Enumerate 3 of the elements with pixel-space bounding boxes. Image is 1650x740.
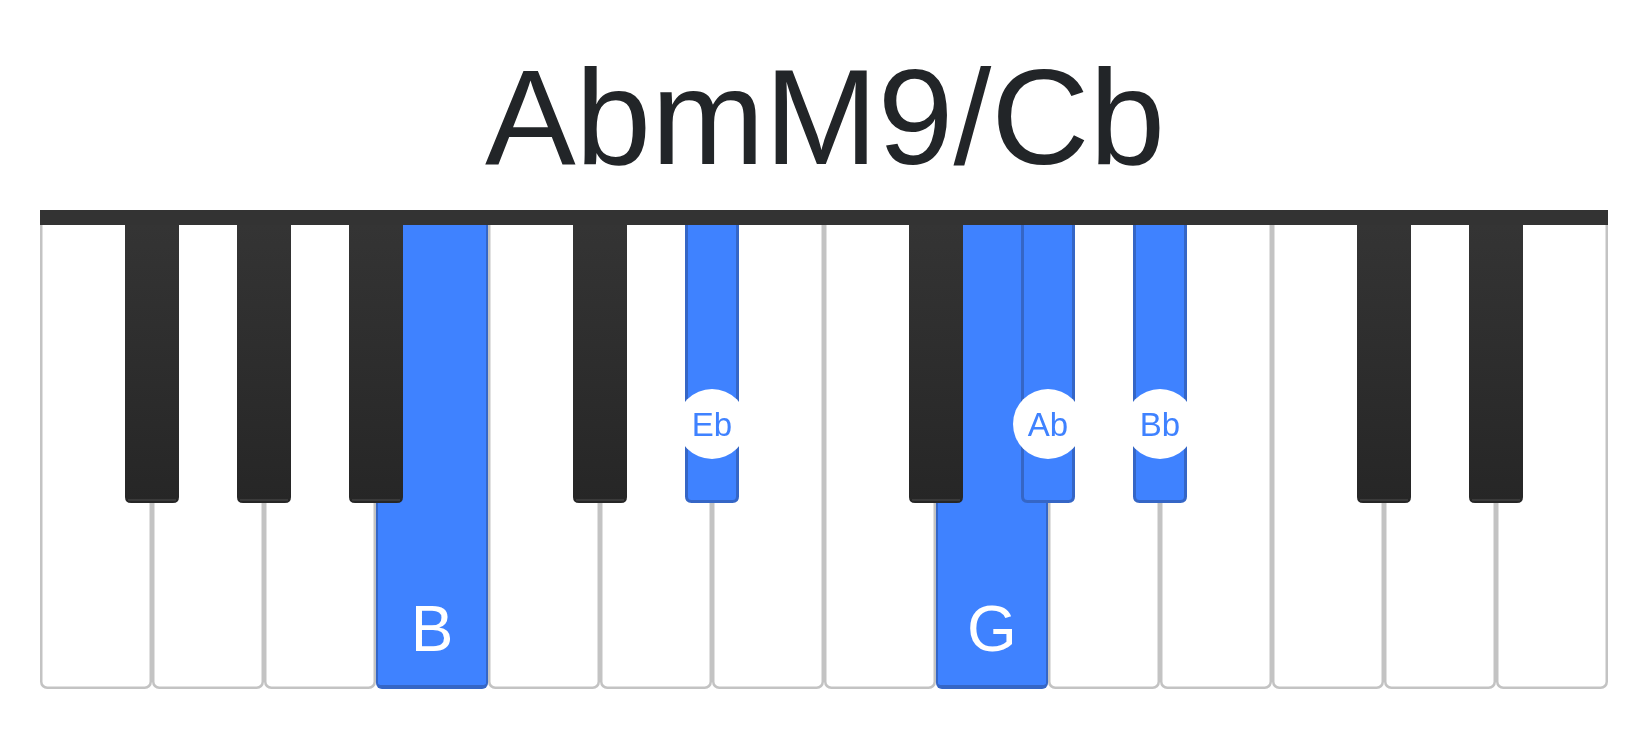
chord-title: AbmM9/Cb — [484, 49, 1166, 185]
note-name: B — [410, 597, 454, 661]
note-name: G — [967, 597, 1017, 661]
